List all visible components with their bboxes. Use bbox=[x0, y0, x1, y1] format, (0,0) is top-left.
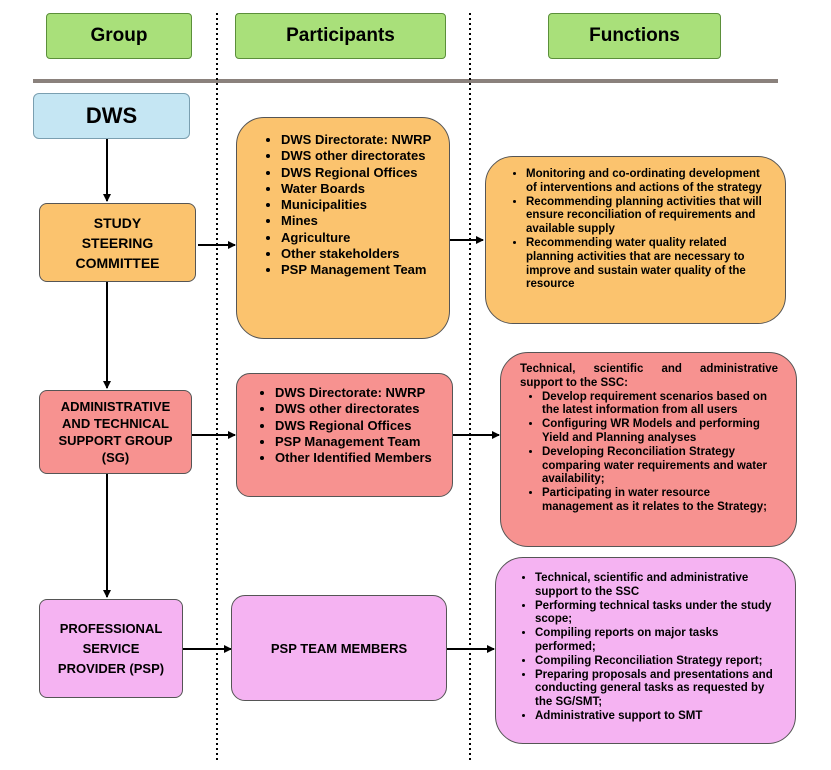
list-item: DWS Directorate: NWRP bbox=[275, 385, 444, 401]
sg-participants-list: DWS Directorate: NWRP DWS other director… bbox=[253, 385, 444, 466]
sg-participants-box: DWS Directorate: NWRP DWS other director… bbox=[236, 373, 453, 497]
list-item: Water Boards bbox=[281, 181, 439, 197]
sg-functions-list: Develop requirement scenarios based on t… bbox=[520, 391, 778, 515]
dws-label: DWS bbox=[85, 103, 138, 128]
dws-box: DWS bbox=[33, 93, 190, 139]
list-item: Monitoring and co-ordinating development… bbox=[526, 168, 769, 196]
list-item: Administrative support to SMT bbox=[535, 710, 779, 724]
sg-functions-intro: Technical, scientific and administrative… bbox=[520, 363, 778, 389]
list-item: Technical, scientific and administrative… bbox=[535, 572, 779, 600]
list-item: DWS other directorates bbox=[275, 401, 444, 417]
sg-functions-box: Technical, scientific and administrative… bbox=[500, 352, 797, 547]
group-column-header: Group bbox=[46, 13, 192, 59]
list-item: PSP Management Team bbox=[281, 262, 439, 278]
list-item: Developing Reconciliation Strategy compa… bbox=[542, 446, 778, 487]
list-item: Other stakeholders bbox=[281, 246, 439, 262]
ssc-functions-box: Monitoring and co-ordinating development… bbox=[485, 156, 786, 324]
list-item: Mines bbox=[281, 213, 439, 229]
support-group-label: ADMINISTRATIVE AND TECHNICAL SUPPORT GRO… bbox=[58, 399, 173, 465]
list-item: Develop requirement scenarios based on t… bbox=[542, 391, 778, 419]
ssc-functions-list: Monitoring and co-ordinating development… bbox=[504, 168, 769, 292]
list-item: Compiling reports on major tasks perform… bbox=[535, 627, 779, 655]
ssc-participants-list: DWS Directorate: NWRP DWS other director… bbox=[259, 132, 439, 279]
support-group-box: ADMINISTRATIVE AND TECHNICAL SUPPORT GRO… bbox=[39, 390, 192, 474]
list-item: Municipalities bbox=[281, 197, 439, 213]
participants-column-header: Participants bbox=[235, 13, 446, 59]
list-item: DWS Regional Offices bbox=[275, 418, 444, 434]
list-item: DWS other directorates bbox=[281, 148, 439, 164]
list-item: Preparing proposals and presentations an… bbox=[535, 669, 779, 710]
list-item: Other Identified Members bbox=[275, 450, 444, 466]
list-item: Recommending water quality related plann… bbox=[526, 237, 769, 292]
service-provider-box: PROFESSIONAL SERVICE PROVIDER (PSP) bbox=[39, 599, 183, 698]
ssc-participants-box: DWS Directorate: NWRP DWS other director… bbox=[236, 117, 450, 339]
psp-participants-label: PSP TEAM MEMBERS bbox=[270, 640, 408, 656]
list-item: Recommending planning activities that wi… bbox=[526, 196, 769, 237]
functions-column-header: Functions bbox=[548, 13, 721, 59]
list-item: Configuring WR Models and performing Yie… bbox=[542, 418, 778, 446]
psp-functions-list: Technical, scientific and administrative… bbox=[513, 572, 779, 724]
psp-functions-box: Technical, scientific and administrative… bbox=[495, 557, 796, 744]
list-item: Compiling Reconciliation Strategy report… bbox=[535, 655, 779, 669]
list-item: Participating in water resource manageme… bbox=[542, 487, 778, 515]
list-item: Agriculture bbox=[281, 230, 439, 246]
list-item: DWS Directorate: NWRP bbox=[281, 132, 439, 148]
list-item: PSP Management Team bbox=[275, 434, 444, 450]
steering-committee-label: STUDY STEERING COMMITTEE bbox=[75, 214, 160, 271]
psp-participants-box: PSP TEAM MEMBERS bbox=[231, 595, 447, 701]
service-provider-label: PROFESSIONAL SERVICE PROVIDER (PSP) bbox=[57, 620, 165, 676]
steering-committee-box: STUDY STEERING COMMITTEE bbox=[39, 203, 196, 282]
list-item: Performing technical tasks under the stu… bbox=[535, 600, 779, 628]
list-item: DWS Regional Offices bbox=[281, 165, 439, 181]
